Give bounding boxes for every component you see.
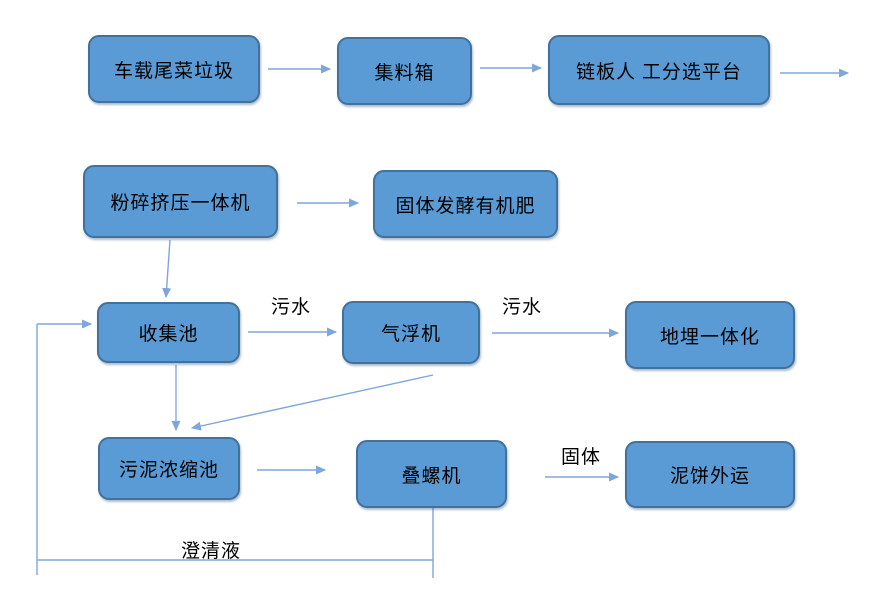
node-underground-integrated-unit: 地埋一体化 xyxy=(625,301,795,369)
edge-label-sewage-left: 污水 xyxy=(271,297,312,318)
edge-label-sewage-right: 污水 xyxy=(502,297,543,318)
node-sludge-thickening-pool: 污泥浓缩池 xyxy=(98,437,240,500)
node-solid-fermented-organic-fertilizer: 固体发酵有机肥 xyxy=(373,170,558,238)
node-collecting-hopper: 集料箱 xyxy=(337,37,472,105)
node-crushing-pressing-machine: 粉碎挤压一体机 xyxy=(83,165,278,238)
arrow-flotation-to-thickening xyxy=(190,374,434,431)
node-chain-plate-manual-sorting-platform: 链板人 工分选平台 xyxy=(548,35,770,105)
node-mud-cake-outbound: 泥饼外运 xyxy=(625,441,795,508)
node-stacked-screw-machine: 叠螺机 xyxy=(356,440,507,508)
node-collecting-pool: 收集池 xyxy=(97,302,240,363)
edge-label-solid: 固体 xyxy=(561,447,602,468)
edge-label-clarified-liquid: 澄清液 xyxy=(181,541,242,562)
node-truck-tail-vegetable-waste: 车载尾菜垃圾 xyxy=(88,35,260,103)
node-air-flotation-machine: 气浮机 xyxy=(342,301,480,364)
arrow-crusher-to-pool xyxy=(162,239,172,299)
